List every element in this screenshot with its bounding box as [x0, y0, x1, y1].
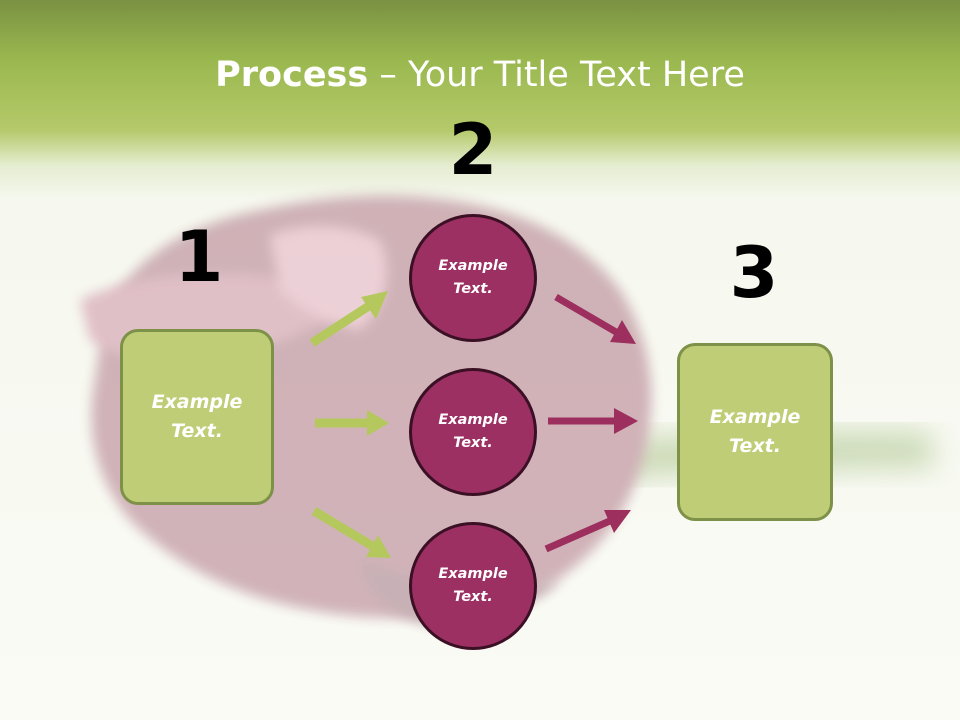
magenta-arrow-right — [548, 408, 638, 434]
stage2-top-text-line2: Text. — [453, 281, 493, 297]
stage2-bottom-text-line1: Example — [438, 566, 508, 582]
title-bold: Process — [215, 55, 369, 95]
green-arrow-right — [315, 410, 389, 436]
stage2-middle-text-line1: Example — [438, 412, 508, 428]
stage1-text-line2: Text. — [171, 420, 223, 442]
stage2-bottom-text-line2: Text. — [453, 589, 493, 605]
step-number-1: 1 — [174, 216, 224, 298]
stage2-middle-text-line2: Text. — [453, 435, 493, 451]
magenta-arrow-down — [554, 293, 636, 344]
title-rest: – Your Title Text Here — [368, 55, 745, 95]
green-arrow-down — [311, 507, 391, 558]
slide-title: Process – Your Title Text Here — [0, 52, 960, 98]
step-number-2: 2 — [448, 109, 498, 191]
step-number-3: 3 — [729, 232, 779, 314]
stage3-text-line1: Example — [709, 406, 801, 428]
stage2-top-text-line1: Example — [438, 258, 508, 274]
green-arrow-up — [309, 291, 388, 347]
stage1-text-line1: Example — [151, 391, 243, 413]
stage3-text-line2: Text. — [729, 435, 781, 457]
magenta-arrow-up — [544, 510, 631, 553]
